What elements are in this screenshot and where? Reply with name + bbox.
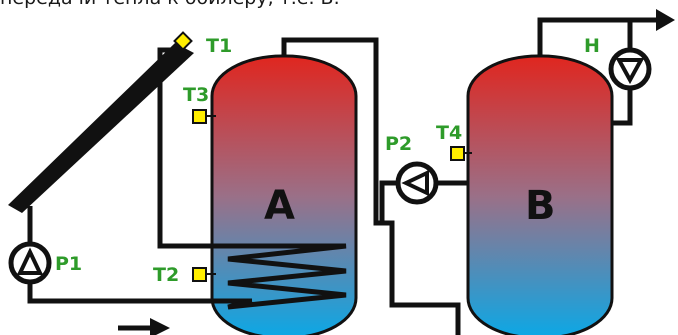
sensor-t2-icon [192, 267, 207, 282]
label-p2: P2 [385, 133, 412, 155]
label-p1: P1 [55, 253, 82, 275]
solar-collector-icon [8, 43, 194, 213]
pipe-h-return [612, 89, 633, 126]
heat-exchanger-coil-icon [212, 243, 347, 310]
pump-p1-triangle [16, 247, 44, 275]
pipe-p1-to-coil [27, 283, 252, 304]
inlet-arrow-icon [150, 318, 170, 335]
pipe-tank-b-top [537, 17, 660, 56]
label-t4: T4 [436, 122, 462, 144]
caption-text: передачи тепла к бойлеру, т.е. B. [0, 0, 678, 11]
sensor-t4-icon [450, 146, 465, 161]
label-tank-a: A [264, 183, 295, 229]
label-h: H [584, 35, 600, 57]
label-t1: T1 [206, 35, 232, 57]
sensor-t1-icon [173, 31, 193, 51]
label-t3: T3 [183, 84, 209, 106]
sensor-t3-icon [192, 109, 207, 124]
pipe-collector-out [157, 47, 212, 249]
heater-h-triangle [615, 58, 645, 85]
outlet-arrow-icon [656, 9, 675, 31]
label-t2: T2 [153, 264, 179, 286]
label-tank-b: B [525, 183, 556, 229]
pump-p2-triangle [401, 169, 429, 197]
pipe-p2-left [379, 180, 398, 223]
